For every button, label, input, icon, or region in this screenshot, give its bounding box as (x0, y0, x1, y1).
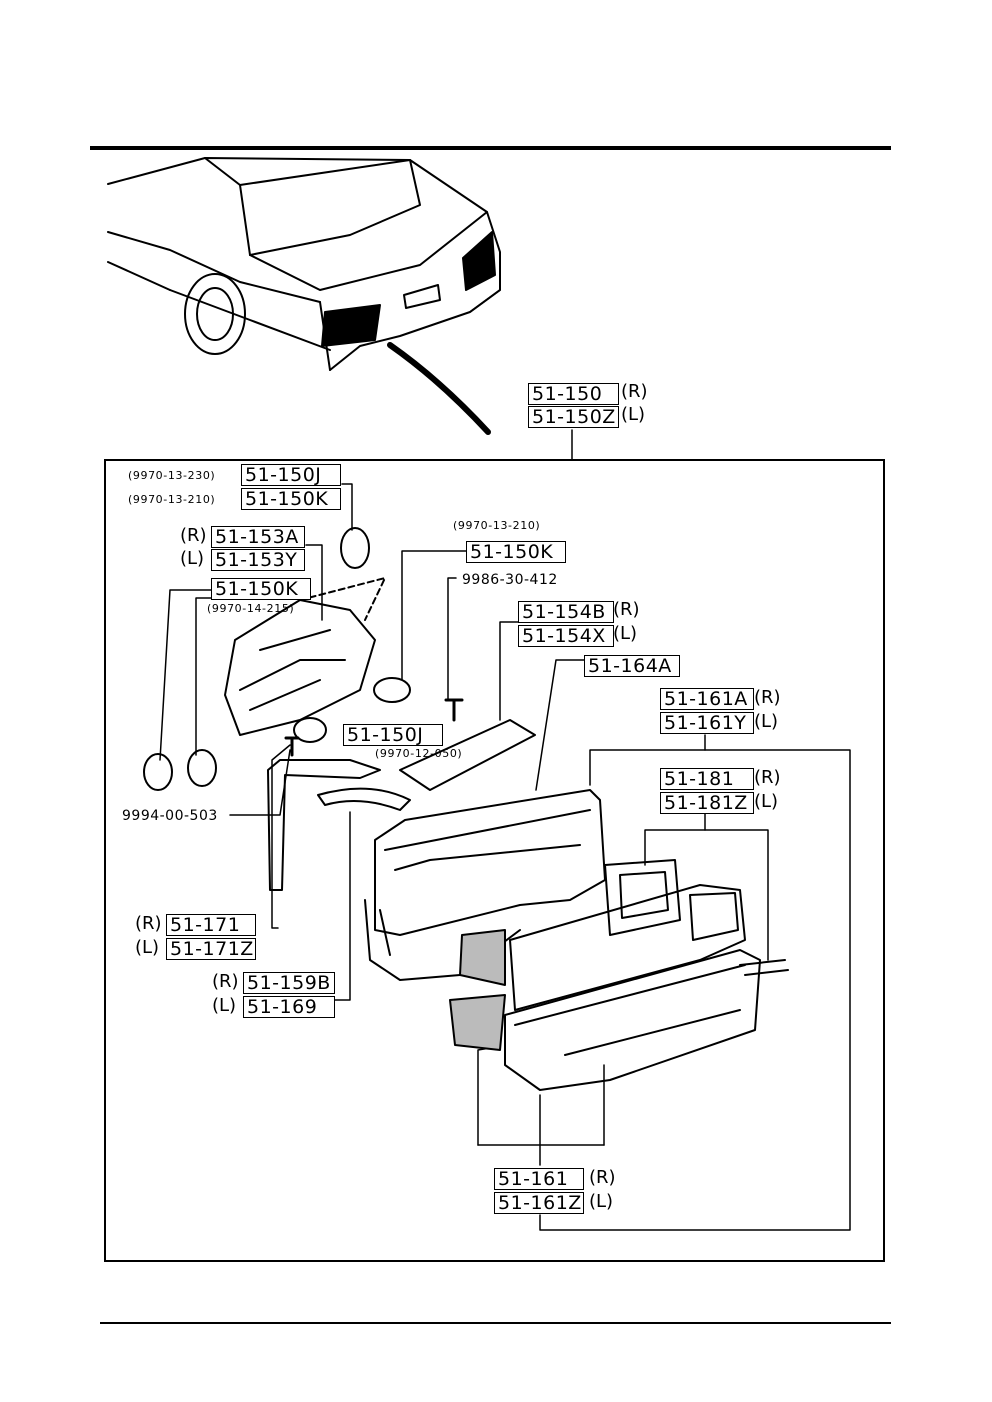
outer-lens-art (504, 884, 789, 1091)
turn-bulb-pn: 51-150K (241, 488, 341, 510)
reflector-side-l: (L) (613, 623, 638, 644)
screw-lower-pn: 9994-00-503 (122, 808, 218, 824)
reflector-pn-l: 51-154X (518, 625, 614, 647)
socket-pn-r: 51-153A (211, 526, 305, 548)
outer-lens-pn-r: 51-161 (494, 1168, 584, 1190)
gasket-side-r: (R) (135, 913, 162, 934)
seal-pn-l: 51-169 (243, 996, 335, 1018)
tail-bulb-pn: 51-150J (343, 724, 443, 746)
assembly-pn-r: 51-150 (528, 383, 619, 405)
bottom-rule (100, 1322, 891, 1324)
callout-pointer (387, 342, 491, 435)
reflex-pn-r: 51-181 (660, 768, 754, 790)
seal-side-l: (L) (212, 995, 237, 1016)
seal-side-r: (R) (212, 971, 239, 992)
reflex-side-l: (L) (754, 791, 779, 812)
socket-side-l: (L) (180, 548, 205, 569)
reflector-pn-r: 51-154B (518, 601, 614, 623)
bulbs-art (143, 527, 411, 791)
socket-side-r: (R) (180, 525, 207, 546)
socket-plate-art (224, 577, 386, 736)
outer-lens-pn-l: 51-161Z (494, 1192, 584, 1214)
right-taillight-on-car (462, 231, 496, 291)
outer-lens-side-r: (R) (589, 1167, 616, 1188)
socket-pn-l: 51-153Y (211, 549, 305, 571)
reflex-pn-l: 51-181Z (660, 792, 754, 814)
seal-pn-r: 51-159B (243, 972, 335, 994)
lens-side-r: (R) (754, 687, 781, 708)
lens-pn-r: 51-161A (660, 688, 754, 710)
reflector-side-r: (R) (613, 599, 640, 620)
reflex-side-r: (R) (754, 767, 781, 788)
stop-bulb-code: (9970-13-230) (128, 469, 216, 482)
car-rear-illustration (107, 157, 501, 371)
assembly-pn-l: 51-150Z (528, 406, 619, 428)
top-rule (90, 146, 891, 150)
left-taillight-on-car (321, 304, 381, 347)
assembly-side-r: (R) (621, 381, 648, 402)
gasket-side-l: (L) (135, 937, 160, 958)
gasket-pn-r: 51-171 (166, 914, 256, 936)
stop-bulb-pn: 51-150J (241, 464, 341, 486)
gasket-pn-l: 51-171Z (166, 938, 256, 960)
rear-bulb-code: (9970-14-215) (207, 602, 295, 615)
housing-pn: 51-164A (584, 655, 680, 677)
turn2-bulb-pn: 51-150K (466, 541, 566, 563)
lens-pn-l: 51-161Y (660, 712, 754, 734)
lens-side-l: (L) (754, 711, 779, 732)
rear-bulb-pn: 51-150K (211, 578, 311, 600)
diagram-frame (104, 459, 885, 1262)
tail-bulb-code: (9970-12-050) (375, 747, 463, 760)
outer-lens-side-l: (L) (589, 1191, 614, 1212)
turn-bulb-code: (9970-13-210) (128, 493, 216, 506)
turn2-bulb-code: (9970-13-210) (453, 519, 541, 532)
screw-upper-pn: 9986-30-412 (462, 572, 558, 588)
assembly-side-l: (L) (621, 404, 646, 425)
